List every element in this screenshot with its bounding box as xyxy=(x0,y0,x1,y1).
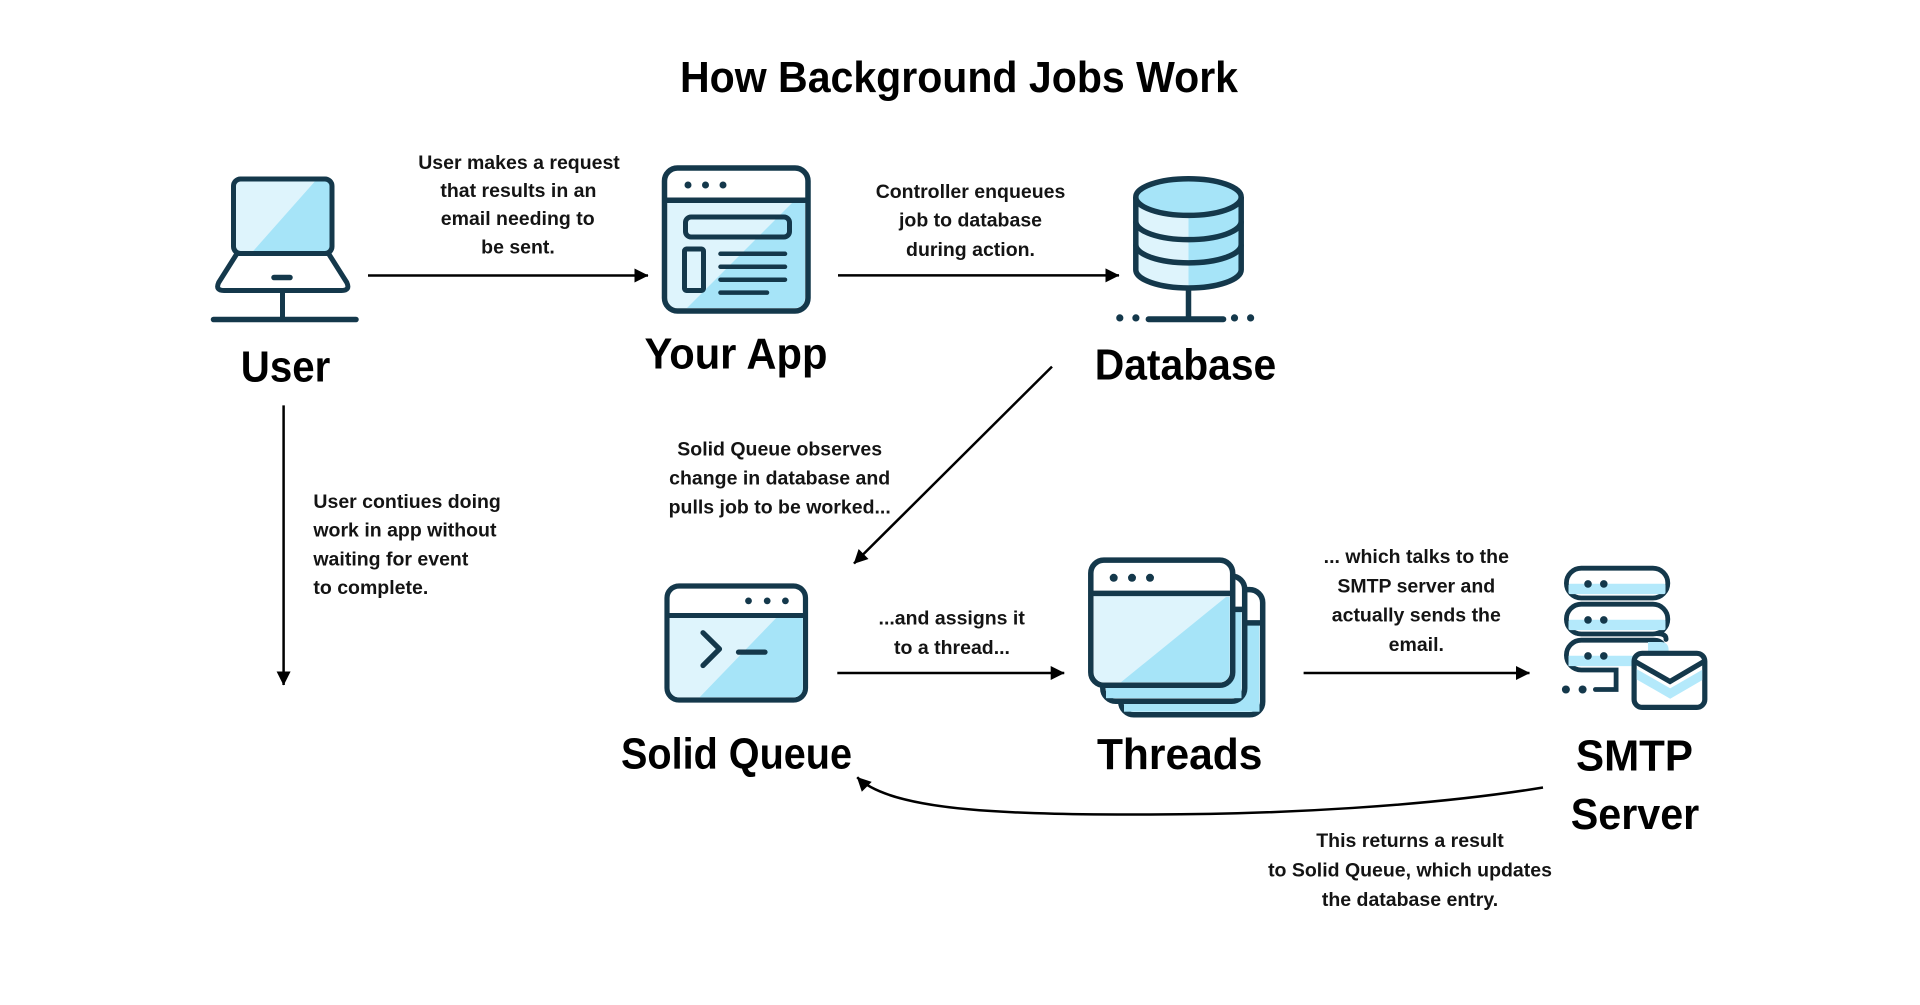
svg-text:User: User xyxy=(241,343,331,392)
svg-text:How Background Jobs Work: How Background Jobs Work xyxy=(680,53,1238,102)
svg-text:This returns a result: This returns a result xyxy=(1316,830,1504,852)
svg-text:actually sends the: actually sends the xyxy=(1332,605,1501,627)
svg-text:Threads: Threads xyxy=(1097,730,1263,779)
svg-text:pulls job to be worked...: pulls job to be worked... xyxy=(669,497,891,519)
svg-text:that results in an: that results in an xyxy=(440,180,596,202)
svg-text:Server: Server xyxy=(1571,790,1700,839)
svg-text:email needing to: email needing to xyxy=(441,208,595,230)
svg-text:to a thread...: to a thread... xyxy=(894,637,1010,659)
svg-text:to Solid Queue, which updates: to Solid Queue, which updates xyxy=(1268,860,1552,882)
svg-text:to complete.: to complete. xyxy=(313,577,428,599)
svg-text:waiting for event: waiting for event xyxy=(312,548,468,570)
svg-text:Database: Database xyxy=(1095,341,1277,390)
svg-text:job to database: job to database xyxy=(898,210,1042,232)
svg-text:Your App: Your App xyxy=(645,330,828,379)
svg-text:work in app without: work in app without xyxy=(312,520,497,542)
svg-text:SMTP server and: SMTP server and xyxy=(1337,575,1495,597)
svg-text:User contiues doing: User contiues doing xyxy=(313,491,500,513)
svg-text:during action.: during action. xyxy=(906,239,1035,261)
svg-text:...and assigns it: ...and assigns it xyxy=(879,608,1026,630)
svg-text:change in database and: change in database and xyxy=(669,468,890,490)
svg-text:... which talks to the: ... which talks to the xyxy=(1324,546,1509,568)
svg-text:Solid Queue observes: Solid Queue observes xyxy=(677,439,882,461)
svg-text:Solid Queue: Solid Queue xyxy=(621,730,852,779)
svg-text:Controller enqueues: Controller enqueues xyxy=(876,181,1066,203)
svg-text:User makes a request: User makes a request xyxy=(418,152,620,174)
svg-text:be sent.: be sent. xyxy=(481,237,555,259)
svg-text:SMTP: SMTP xyxy=(1576,732,1693,781)
svg-text:email.: email. xyxy=(1389,634,1444,656)
svg-text:the database entry.: the database entry. xyxy=(1322,889,1498,911)
